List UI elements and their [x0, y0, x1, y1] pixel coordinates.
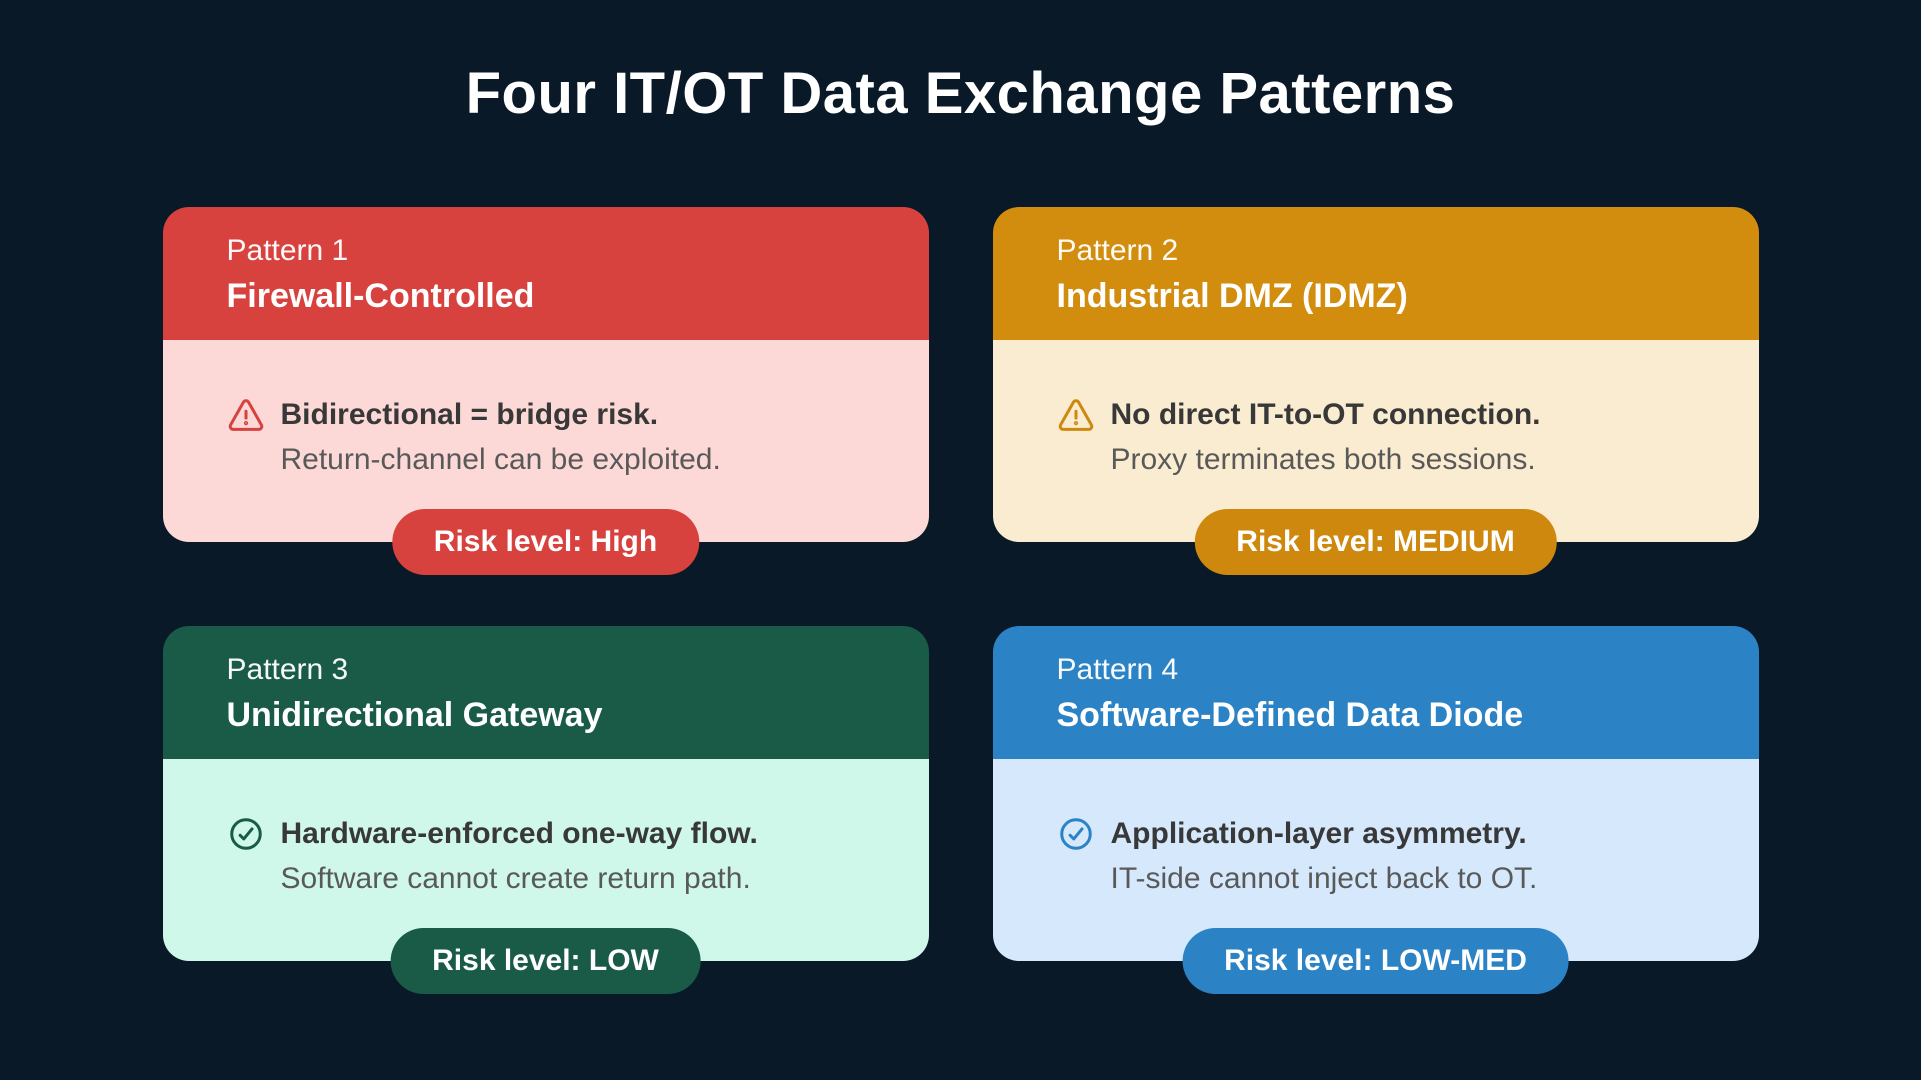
note-primary: Bidirectional = bridge risk.: [280, 398, 659, 431]
pattern-4-header: Pattern 4 Software-Defined Data Diode: [992, 626, 1759, 759]
pattern-label: Pattern 3: [226, 653, 349, 686]
pattern-2-body: No direct IT-to-OT connection. Proxy ter…: [992, 340, 1759, 542]
pattern-1-header: Pattern 1 Firewall-Controlled: [162, 207, 929, 340]
pattern-title: Unidirectional Gateway: [226, 696, 603, 734]
pattern-note: Hardware-enforced one-way flow. Software…: [227, 811, 879, 901]
pattern-note: Application-layer asymmetry. IT-side can…: [1057, 811, 1709, 901]
note-secondary: Software cannot create return path.: [280, 862, 751, 895]
note-primary: Hardware-enforced one-way flow.: [280, 817, 758, 850]
pattern-2-card: Pattern 2 Industrial DMZ (IDMZ) No direc…: [992, 207, 1759, 575]
pattern-note: Bidirectional = bridge risk. Return-chan…: [227, 392, 879, 482]
risk-badge: Risk level: LOW: [390, 928, 701, 994]
page-title: Four IT/OT Data Exchange Patterns: [465, 61, 1456, 126]
patterns-grid: Pattern 1 Firewall-Controlled Bidirectio…: [162, 207, 1759, 994]
pattern-3-header: Pattern 3 Unidirectional Gateway: [162, 626, 929, 759]
pattern-2-header: Pattern 2 Industrial DMZ (IDMZ): [992, 207, 1759, 340]
risk-badge: Risk level: LOW-MED: [1182, 928, 1569, 994]
pattern-label: Pattern 1: [226, 234, 349, 267]
pattern-1-card: Pattern 1 Firewall-Controlled Bidirectio…: [162, 207, 929, 575]
risk-badge: Risk level: High: [391, 509, 700, 575]
pattern-4-body: Application-layer asymmetry. IT-side can…: [992, 759, 1759, 961]
note-primary: Application-layer asymmetry.: [1110, 817, 1527, 850]
note-primary: No direct IT-to-OT connection.: [1110, 398, 1541, 431]
pattern-title: Industrial DMZ (IDMZ): [1056, 277, 1408, 315]
risk-badge: Risk level: MEDIUM: [1194, 509, 1557, 575]
pattern-title: Software-Defined Data Diode: [1056, 696, 1524, 734]
note-secondary: Proxy terminates both sessions.: [1110, 443, 1536, 476]
pattern-note: No direct IT-to-OT connection. Proxy ter…: [1057, 392, 1709, 482]
pattern-4-card: Pattern 4 Software-Defined Data Diode Ap…: [992, 626, 1759, 994]
pattern-1-body: Bidirectional = bridge risk. Return-chan…: [162, 340, 929, 542]
note-secondary: Return-channel can be exploited.: [280, 443, 721, 476]
pattern-label: Pattern 4: [1056, 653, 1179, 686]
warning-triangle-icon: [1057, 396, 1095, 434]
check-circle-icon: [227, 815, 265, 853]
pattern-3-card: Pattern 3 Unidirectional Gateway Hardwar…: [162, 626, 929, 994]
note-secondary: IT-side cannot inject back to OT.: [1110, 862, 1538, 895]
warning-triangle-icon: [227, 396, 265, 434]
pattern-title: Firewall-Controlled: [226, 277, 535, 315]
check-circle-icon: [1057, 815, 1095, 853]
pattern-label: Pattern 2: [1056, 234, 1179, 267]
pattern-3-body: Hardware-enforced one-way flow. Software…: [162, 759, 929, 961]
